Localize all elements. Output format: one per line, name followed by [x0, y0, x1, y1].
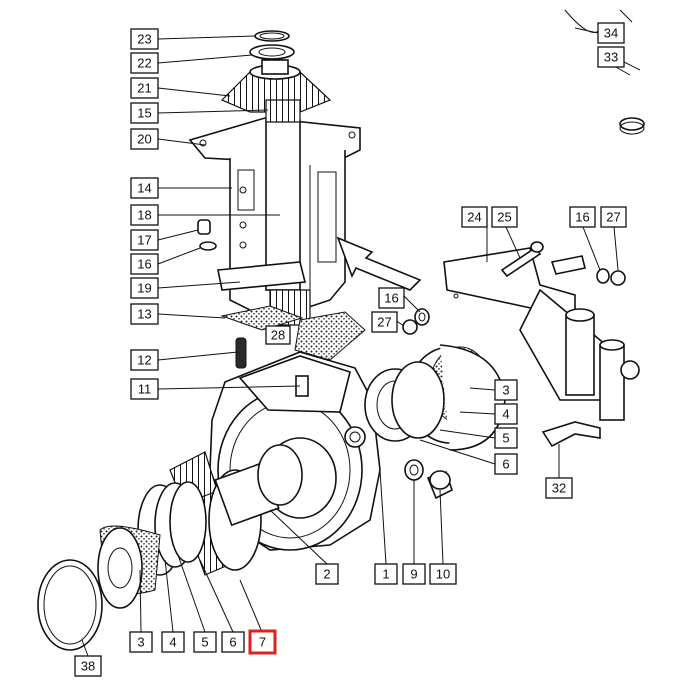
- washer-22: [249, 44, 295, 60]
- svg-text:20: 20: [137, 132, 151, 147]
- gasket-13b: [294, 311, 366, 361]
- svg-text:25: 25: [497, 210, 511, 225]
- callout-6-left[interactable]: 6: [221, 631, 245, 653]
- nut-27-mid: [402, 319, 418, 335]
- svg-text:38: 38: [81, 659, 95, 674]
- callout-16-mid[interactable]: 16: [378, 287, 405, 309]
- callout-28[interactable]: 28: [265, 325, 291, 345]
- callout-labels: 23 22 21 15 20 14 18 17 16 19 13 12 11 2…: [74, 22, 627, 677]
- ring-partial: [619, 117, 645, 131]
- svg-text:22: 22: [137, 56, 151, 71]
- callout-22[interactable]: 22: [130, 52, 159, 74]
- callout-16-upper-right[interactable]: 16: [569, 206, 596, 228]
- callout-20[interactable]: 20: [130, 128, 159, 150]
- callout-3-left[interactable]: 3: [129, 631, 153, 653]
- svg-text:13: 13: [137, 307, 151, 322]
- nut-27-right: [610, 270, 626, 286]
- svg-text:16: 16: [137, 257, 151, 272]
- parts-artwork: [37, 9, 645, 651]
- callout-34[interactable]: 34: [597, 22, 625, 44]
- callout-27-mid[interactable]: 27: [371, 311, 398, 333]
- svg-text:7: 7: [259, 635, 266, 650]
- washer-9: [404, 459, 424, 481]
- svg-text:12: 12: [137, 353, 151, 368]
- bevel-gear-21: [220, 59, 332, 113]
- svg-text:11: 11: [138, 382, 152, 397]
- ring-38: [37, 559, 103, 651]
- callout-3-right[interactable]: 3: [494, 379, 518, 401]
- callout-18[interactable]: 18: [130, 204, 159, 226]
- svg-text:4: 4: [502, 407, 509, 422]
- svg-text:16: 16: [384, 291, 398, 306]
- svg-text:18: 18: [137, 208, 151, 223]
- bearing-assembly-right: [364, 344, 506, 451]
- callout-27-upper-right[interactable]: 27: [600, 206, 627, 228]
- svg-text:27: 27: [606, 210, 620, 225]
- pin-16: [550, 255, 586, 275]
- callout-38[interactable]: 38: [74, 655, 102, 677]
- washer-16-right: [596, 268, 610, 284]
- callout-6-right[interactable]: 6: [494, 453, 518, 475]
- svg-text:32: 32: [552, 481, 566, 496]
- fork-32: [541, 421, 601, 448]
- callout-32[interactable]: 32: [545, 477, 573, 499]
- svg-text:17: 17: [137, 233, 151, 248]
- svg-text:24: 24: [467, 210, 481, 225]
- washer-16: [199, 241, 217, 251]
- dowel-12: [235, 337, 247, 369]
- callout-13[interactable]: 13: [130, 303, 159, 325]
- callout-25[interactable]: 25: [491, 206, 518, 228]
- callout-7-highlighted[interactable]: 7: [248, 629, 277, 655]
- gasket-13a: [220, 305, 304, 331]
- shift-bracket-24: [443, 247, 640, 421]
- callout-5-right[interactable]: 5: [494, 427, 518, 449]
- callout-33[interactable]: 33: [597, 46, 625, 68]
- callout-4-left[interactable]: 4: [161, 631, 185, 653]
- callout-14[interactable]: 14: [130, 177, 159, 199]
- bolt-25: [500, 246, 542, 278]
- svg-text:2: 2: [323, 567, 330, 582]
- assembly-arrow: [336, 236, 422, 291]
- svg-text:28: 28: [271, 328, 285, 343]
- svg-text:21: 21: [137, 81, 151, 96]
- svg-text:3: 3: [502, 383, 509, 398]
- callout-12[interactable]: 12: [130, 349, 159, 371]
- callout-15[interactable]: 15: [130, 102, 159, 124]
- callout-10[interactable]: 10: [429, 563, 457, 585]
- svg-text:27: 27: [377, 315, 391, 330]
- svg-text:10: 10: [436, 567, 450, 582]
- svg-text:5: 5: [201, 635, 208, 650]
- callout-24[interactable]: 24: [461, 206, 488, 228]
- callout-4-right[interactable]: 4: [494, 403, 518, 425]
- svg-text:1: 1: [382, 567, 389, 582]
- washer-16-mid: [414, 308, 430, 326]
- callout-2[interactable]: 2: [315, 563, 339, 585]
- callout-23[interactable]: 23: [130, 28, 159, 50]
- pin-17: [197, 219, 211, 235]
- callout-16[interactable]: 16: [130, 253, 159, 275]
- svg-text:6: 6: [502, 457, 509, 472]
- svg-text:9: 9: [410, 567, 417, 582]
- bearing-assembly-left: [97, 481, 207, 609]
- callout-19[interactable]: 19: [130, 277, 159, 299]
- callout-1[interactable]: 1: [374, 563, 398, 585]
- svg-text:3: 3: [137, 635, 144, 650]
- callout-17[interactable]: 17: [130, 229, 159, 251]
- leader-lines: [81, 27, 631, 657]
- svg-text:16: 16: [575, 210, 589, 225]
- svg-text:33: 33: [604, 50, 618, 65]
- svg-text:6: 6: [229, 635, 236, 650]
- svg-text:23: 23: [137, 32, 151, 47]
- callout-5-left[interactable]: 5: [193, 631, 217, 653]
- svg-text:4: 4: [169, 635, 176, 650]
- callout-21[interactable]: 21: [130, 77, 159, 99]
- svg-text:5: 5: [502, 431, 509, 446]
- callout-11[interactable]: 11: [130, 378, 159, 400]
- svg-text:19: 19: [137, 281, 151, 296]
- svg-text:15: 15: [137, 106, 151, 121]
- svg-text:34: 34: [604, 26, 618, 41]
- svg-text:14: 14: [137, 181, 151, 196]
- callout-9[interactable]: 9: [402, 563, 426, 585]
